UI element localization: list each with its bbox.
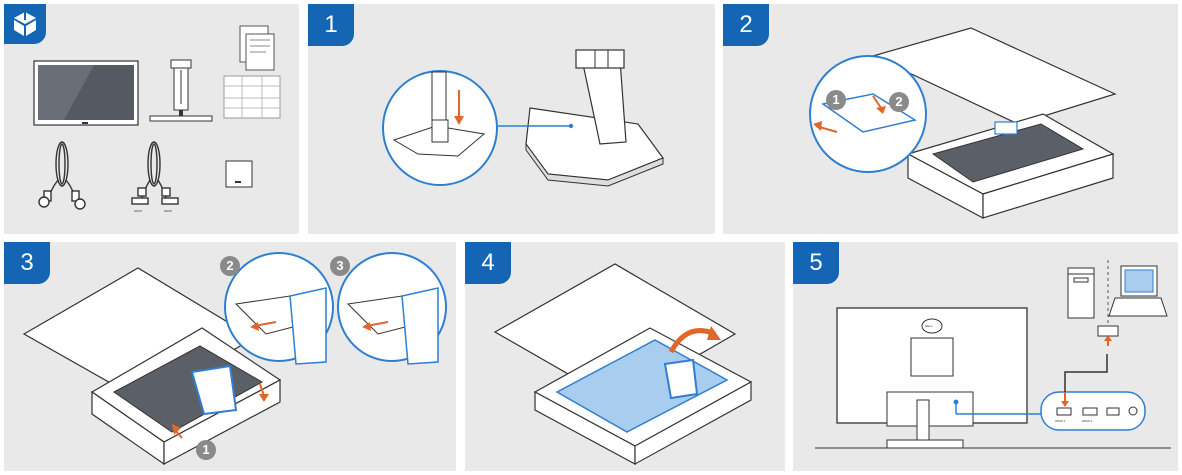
- monitor-logo: DELL: [925, 324, 933, 328]
- box-contents-drawing: [33, 25, 281, 210]
- hdmi-label-left: HDMI: [134, 209, 142, 213]
- step-2-number: 2: [723, 4, 769, 46]
- open-box-icon: [4, 4, 46, 44]
- monitor-illustration: [33, 60, 139, 126]
- step-2-callout-1: 1: [826, 90, 846, 110]
- step-2-drawing: [809, 27, 1117, 219]
- step-1-drawing: [382, 49, 664, 187]
- panel-step-5: DELL HDMI 1 HDMI 2 5: [793, 242, 1178, 471]
- step-4-drawing: [493, 263, 753, 466]
- step-1-number: 1: [308, 4, 354, 46]
- hdmi-cable-illustration: [131, 141, 179, 205]
- step-3-drawing: [22, 252, 447, 466]
- panel-box-contents: HDMI HDMI: [4, 4, 299, 234]
- port-label-hdmi-2: HDMI 2: [1082, 419, 1093, 423]
- step-5-number: 5: [793, 242, 839, 284]
- step-2-callout-2: 2: [889, 92, 909, 112]
- step-3-callout-2: 2: [220, 256, 240, 276]
- port-label-hdmi-1: HDMI 1: [1055, 419, 1066, 423]
- documentation-illustration: [223, 25, 281, 119]
- power-cable-illustration: [38, 141, 86, 210]
- panel-step-3: 2 3 1 3: [4, 242, 456, 471]
- step-5-drawing: [815, 260, 1171, 449]
- panel-step-4: 4: [465, 242, 785, 471]
- panel-step-1: 1: [308, 4, 715, 234]
- step-3-number: 3: [4, 242, 50, 284]
- hdmi-label-right: HDMI: [164, 209, 172, 213]
- panel-step-2: 1 2 2: [723, 4, 1178, 234]
- step-3-callout-1: 1: [196, 440, 216, 460]
- stand-riser-illustration: [149, 59, 213, 122]
- step-4-number: 4: [465, 242, 511, 284]
- vesa-cover-illustration: [225, 160, 253, 188]
- step-3-callout-3: 3: [330, 256, 350, 276]
